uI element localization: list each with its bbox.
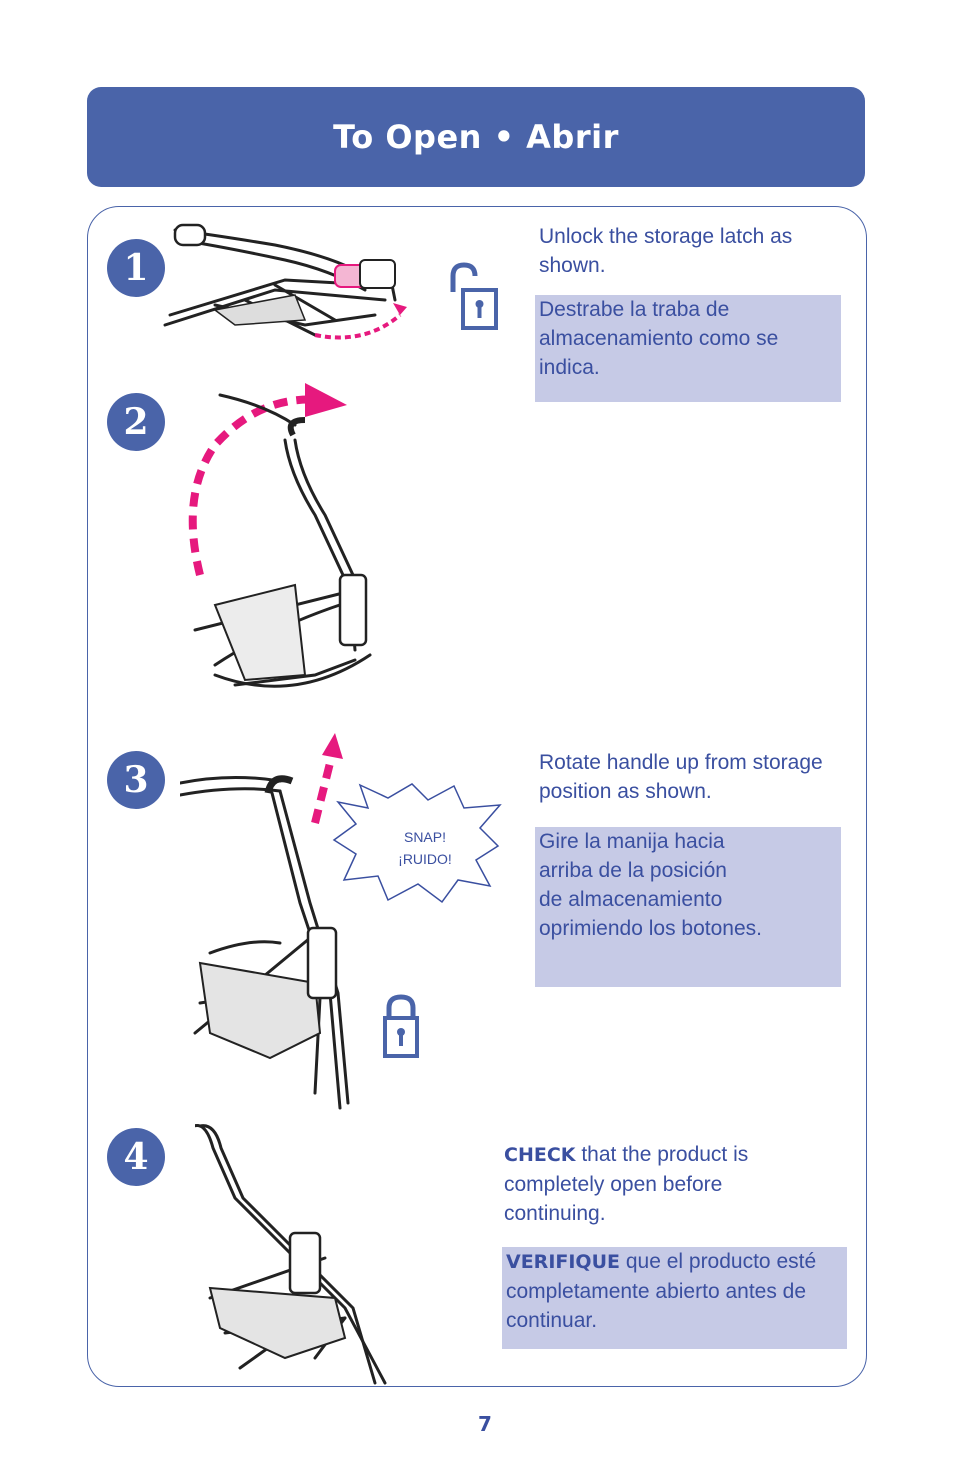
rotate-instruction-es: Gire la manija hacia arriba de la posici… — [535, 827, 841, 987]
snap-label-es: ¡RUIDO! — [398, 851, 452, 867]
snap-callout-starburst — [332, 783, 502, 904]
rotate-es-line-4: oprimiendo los botones. — [539, 917, 762, 940]
rotate-es-line-3: de almacenamiento — [539, 888, 723, 911]
check-en-rest: that the product is completely open befo… — [504, 1143, 749, 1225]
check-en-bold: CHECK — [504, 1144, 576, 1166]
page-title: To Open • Abrir — [333, 118, 619, 156]
handle-lock-illustration — [180, 733, 350, 1110]
unlock-instruction-en: Unlock the storage latch as shown. — [539, 225, 793, 277]
open-product-illustration — [195, 1124, 387, 1385]
page-number: 7 — [478, 1412, 492, 1436]
rotate-es-line-2: arriba de la posición — [539, 859, 727, 882]
padlock-closed-icon — [383, 994, 419, 1058]
rotate-es-line-1: Gire la manija hacia — [539, 830, 725, 853]
rotate-instruction-en: Rotate handle up from storage position a… — [539, 751, 823, 803]
check-es-rest: que el producto esté completamente abier… — [506, 1250, 817, 1332]
handle-rotate-illustration — [188, 383, 372, 688]
step-badge-4: 4 — [107, 1128, 165, 1186]
folded-product-illustration — [163, 223, 407, 340]
title-banner: To Open • Abrir — [87, 87, 865, 187]
padlock-open-icon — [450, 262, 498, 330]
snap-callout-text: SNAP! ¡RUIDO! — [380, 826, 470, 870]
check-es-bold: VERIFIQUE — [506, 1251, 620, 1273]
step-badge-1: 1 — [107, 239, 165, 297]
check-instruction-en: CHECK that the product is completely ope… — [504, 1140, 814, 1228]
step-badge-3: 3 — [107, 751, 165, 809]
check-instruction-es: VERIFIQUE que el producto esté completam… — [502, 1247, 847, 1349]
snap-label-en: SNAP! — [403, 829, 446, 845]
content-frame — [87, 206, 867, 1387]
unlock-instruction-es: Destrabe la traba de almacenamiento como… — [535, 295, 841, 402]
step-badge-2: 2 — [107, 393, 165, 451]
